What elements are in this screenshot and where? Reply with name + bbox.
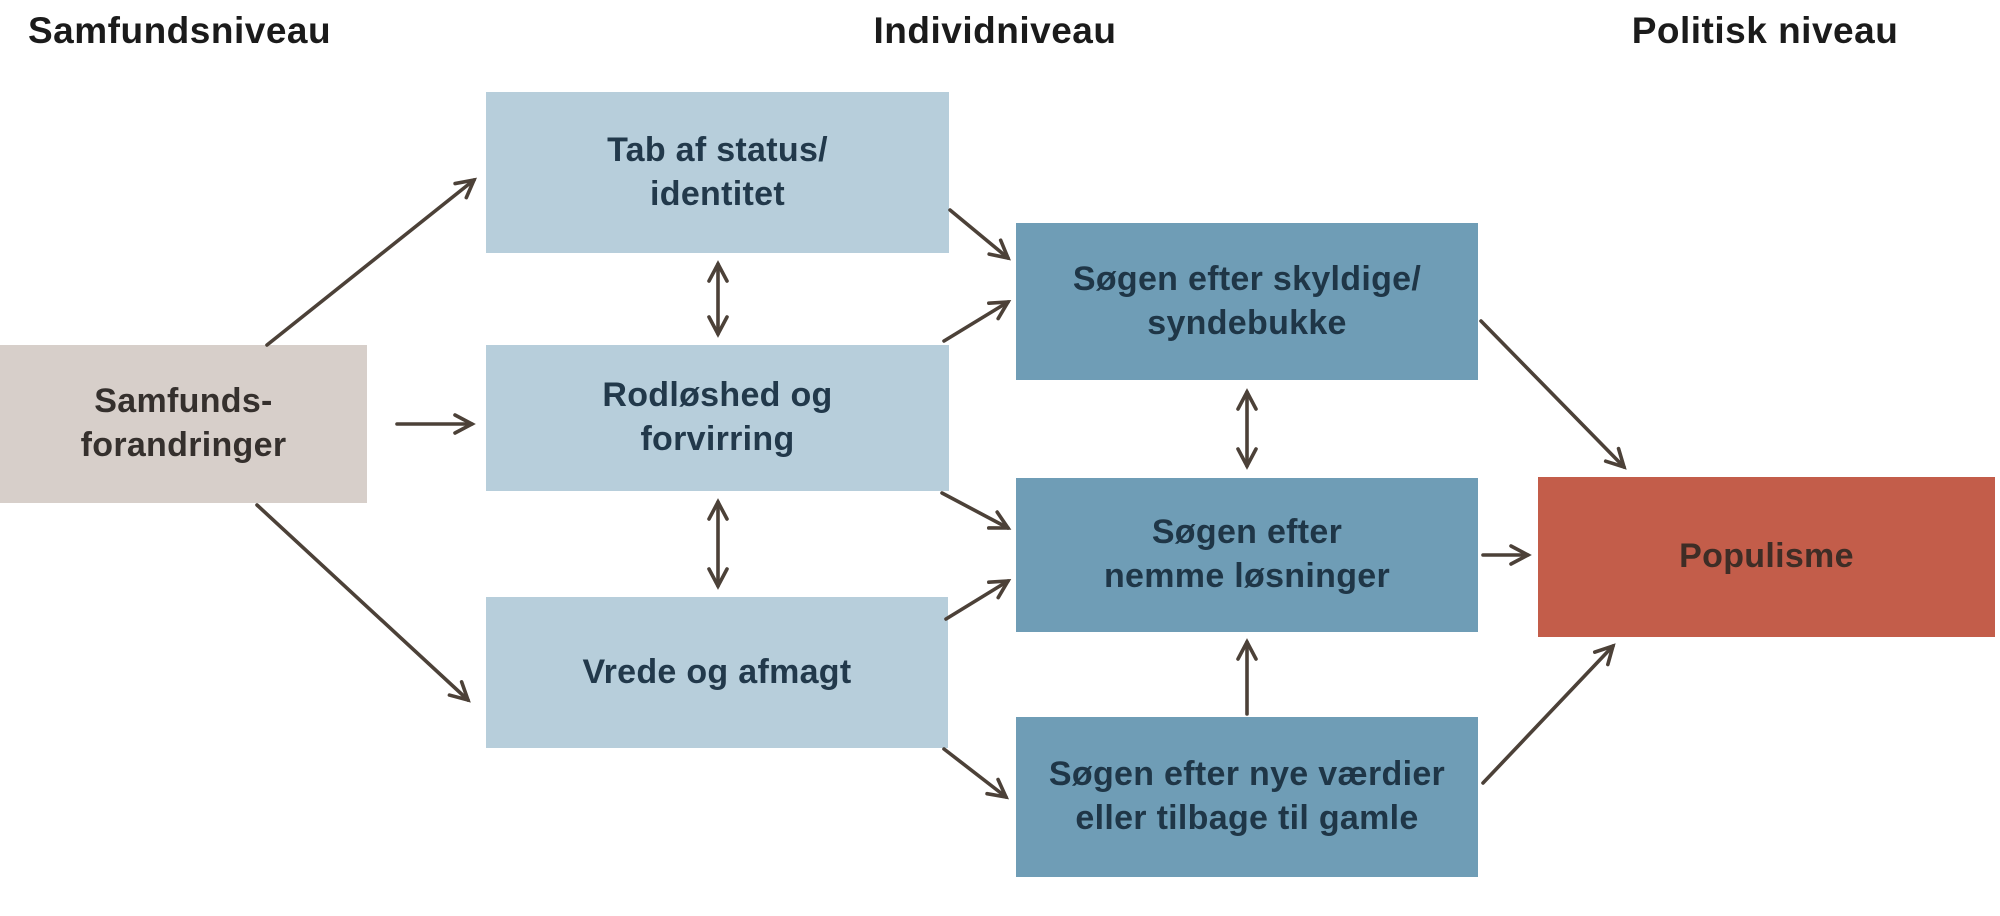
node-label-line: Vrede og afmagt	[582, 652, 852, 691]
arrow-rootless-to-scapegoat	[942, 299, 1012, 343]
node-samfundsforandringer: Samfunds- forandringer	[0, 345, 367, 503]
node-label-line: forvirring	[640, 420, 795, 458]
node-label-line: syndebukke	[1147, 303, 1347, 342]
node-label-line: eller tilbage til gamle	[1075, 799, 1419, 837]
arrow-status-to-scapegoat	[948, 208, 1011, 261]
node-label-line: Rodløshed og	[602, 376, 833, 415]
arrow-rootless-to-solutions	[940, 491, 1012, 530]
node-label-line: Søgen efter skyldige/	[1072, 259, 1422, 298]
node-label-line: nemme løsninger	[1103, 557, 1390, 595]
column-header-political: Politisk niveau	[1631, 10, 1899, 51]
arrow-changes-to-anger	[255, 503, 471, 703]
node-tab-af-status: Tab af status/ identitet	[486, 92, 949, 253]
node-sogen-efter-skyldige: Søgen efter skyldige/ syndebukke	[1016, 223, 1478, 380]
node-sogen-efter-nye-vaerdier: Søgen efter nye værdier eller tilbage ti…	[1016, 717, 1478, 877]
arrow-anger-to-solutions	[944, 578, 1012, 621]
node-label-line: Samfunds-	[94, 382, 273, 421]
node-populisme: Populisme	[1538, 477, 1995, 637]
arrow-scapegoat-to-populism	[1479, 319, 1627, 470]
node-label-line: identitet	[650, 174, 785, 213]
column-header-individual: Individniveau	[873, 10, 1117, 51]
node-label-line: forandringer	[80, 426, 287, 464]
node-label-line: Tab af status/	[607, 130, 828, 169]
node-vrede-og-afmagt: Vrede og afmagt	[486, 597, 948, 748]
node-label-line: Søgen efter nye værdier	[1048, 755, 1446, 794]
arrow-values-to-populism	[1481, 643, 1616, 785]
arrow-anger-to-values	[942, 747, 1010, 800]
node-label-line: Søgen efter	[1151, 513, 1343, 552]
node-sogen-efter-nemme-losninger: Søgen efter nemme løsninger	[1016, 478, 1478, 632]
node-label-line: Populisme	[1679, 537, 1854, 576]
column-header-society: Samfundsniveau	[28, 10, 332, 51]
arrow-changes-to-status	[265, 177, 478, 347]
node-rodloshed: Rodløshed og forvirring	[486, 345, 949, 491]
